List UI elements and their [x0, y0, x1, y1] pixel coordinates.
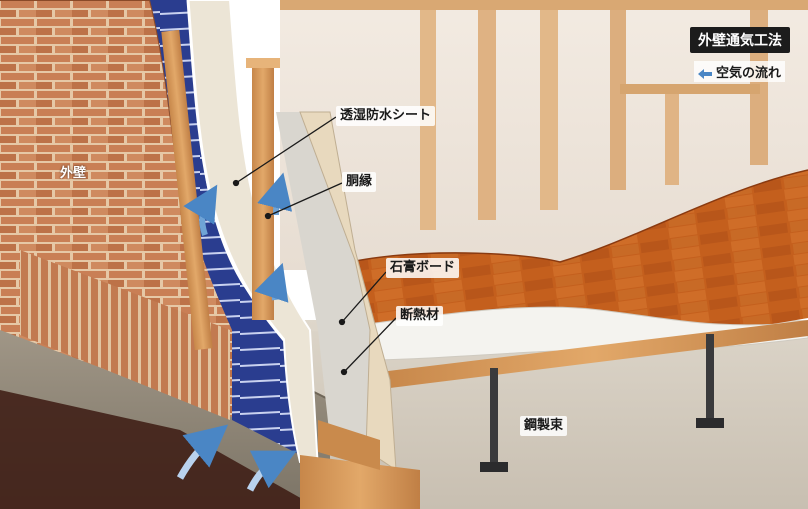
- leader-line: [235, 116, 337, 184]
- leader-dot: [232, 179, 240, 187]
- leader-lines: [232, 116, 397, 376]
- arrow-left-icon: [698, 68, 712, 79]
- sill-plate: [300, 420, 420, 509]
- steel-posts: [480, 334, 724, 472]
- leader-line: [267, 182, 343, 217]
- stud: [540, 0, 558, 210]
- airflow-arrow-icon: [254, 262, 289, 303]
- airflow-arrow-icon: [183, 184, 218, 236]
- airflow-arrow-icon: [246, 450, 297, 492]
- stud: [610, 0, 626, 190]
- window-header: [620, 84, 760, 94]
- leader-dot: [340, 368, 348, 376]
- stud: [750, 0, 768, 165]
- legend-airflow: 空気の流れ: [694, 61, 786, 82]
- label-exterior-wall: 外壁: [60, 166, 87, 181]
- label-gypsum-board: 石膏ボード: [386, 258, 460, 278]
- blue-backing-layer: [150, 0, 310, 460]
- legend-title: 外壁通気工法: [690, 27, 790, 53]
- label-insulation: 断熱材: [396, 306, 444, 326]
- label-moisture-sheet: 透湿防水シート: [336, 106, 436, 126]
- stud: [665, 90, 679, 185]
- label-steel-post: 鋼製束: [520, 416, 568, 436]
- leader-dot: [264, 212, 272, 220]
- leader-line: [343, 317, 397, 373]
- label-furring-strip: 胴縁: [342, 172, 377, 192]
- leader-line: [341, 271, 387, 323]
- stud: [478, 0, 496, 220]
- airflow-arrow-icon: [176, 424, 229, 480]
- leader-dot: [338, 318, 346, 326]
- legend-airflow-label: 空気の流れ: [716, 66, 782, 81]
